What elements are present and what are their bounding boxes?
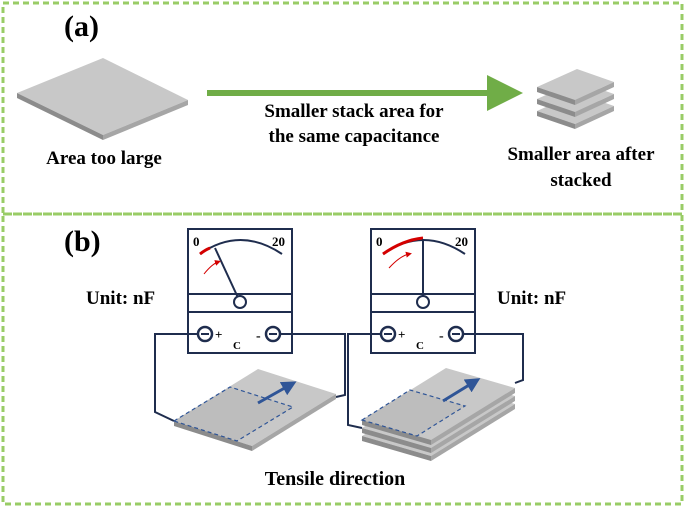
stacked-caption-line2: stacked [550,170,612,191]
left-scale-min: 0 [193,234,200,249]
panel-a-frame [1,1,684,216]
left-wire-plus [154,333,198,422]
large-plate-caption: Area too large [46,148,162,169]
panel-b-label: (b) [64,225,101,258]
stacked-plates [537,69,614,129]
arrow-text-line2: the same capacitance [269,126,440,147]
left-dial-needle [214,247,241,303]
right-scale-max: 20 [455,234,468,249]
arrow-text-line1: Smaller stack area for [264,101,444,122]
right-dial-red-segment [382,236,424,256]
right-terminal-name: C [416,340,424,352]
panel-b-frame [1,212,684,506]
right-electrode-area [360,389,467,437]
right-tensile-arrow [442,378,481,403]
left-wire-minus [280,333,346,398]
left-terminal-name: C [233,340,241,352]
left-unit-label: Unit: nF [86,288,155,309]
tensile-direction-caption: Tensile direction [265,468,406,490]
right-scale-min: 0 [376,234,383,249]
stacked-caption-line1: Smaller area after [507,144,655,165]
left-scale-max: 20 [272,234,285,249]
left-capacitance-meter [187,228,293,354]
right-plus-sign: + [398,327,405,342]
left-needle-motion-arrow [203,260,221,275]
right-unit-label: Unit: nF [497,288,566,309]
large-plate [17,58,188,140]
right-wire-plus [347,333,381,429]
left-single-film [172,369,336,451]
right-capacitance-meter [370,228,476,354]
left-minus-sign: - [256,329,261,344]
right-needle-motion-arrow [388,251,412,269]
left-plus-sign: + [215,327,222,342]
left-dial-red-segment [199,246,211,256]
right-stacked-films [360,368,515,461]
panel-a-label: (a) [64,10,99,43]
left-tensile-arrow [257,381,297,405]
right-minus-sign: - [439,329,444,344]
right-wire-minus [463,333,524,384]
